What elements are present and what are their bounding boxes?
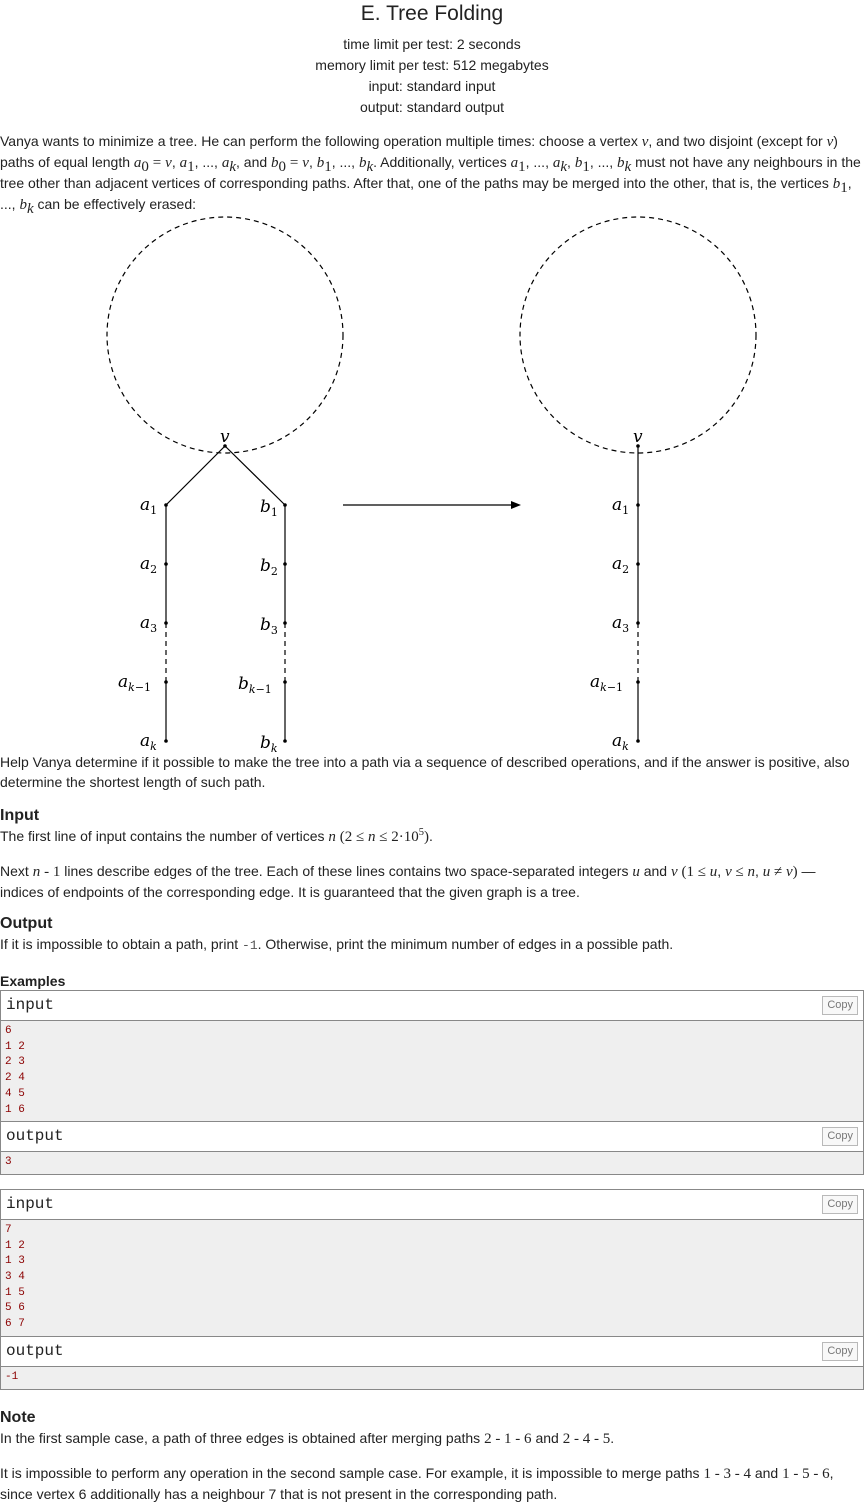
copy-output-button[interactable]: Copy (822, 1341, 858, 1361)
output-section: Output If it is impossible to obtain a p… (0, 914, 862, 956)
example-input-header: input Copy (1, 1189, 863, 1220)
statement-paragraph: Vanya wants to minimize a tree. He can p… (0, 133, 861, 217)
note-paragraph-2: It is impossible to perform any operatio… (0, 1465, 834, 1502)
output-title: Output (0, 915, 53, 932)
label-ak-1: ak−1 (118, 672, 151, 694)
label-b3: b3 (260, 615, 278, 637)
note-section: Note In the first sample case, a path of… (0, 1408, 862, 1504)
arrow-head-icon (511, 501, 521, 509)
statement-paragraph-2: Help Vanya determine if it possible to m… (0, 754, 850, 790)
tree-folding-figure: v a1 a2 a3 ak−1 ak b1 b2 b3 bk−1 bk v a1… (0, 212, 864, 760)
input-section: Input The first line of input contains t… (0, 806, 862, 902)
problem-header: E. Tree Folding time limit per test: 2 s… (0, 0, 864, 118)
input-paragraph-1: The first line of input contains the num… (0, 827, 433, 845)
problem-title: E. Tree Folding (360, 2, 504, 25)
output-spec: output: standard output (360, 99, 504, 115)
example-output-body[interactable]: -1 (1, 1366, 863, 1389)
label-v-right: v (633, 427, 643, 447)
copy-input-button[interactable]: Copy (822, 1194, 858, 1214)
label-a3: a3 (140, 613, 157, 635)
input-paragraph-2: Next n - 1 lines describe edges of the t… (0, 863, 816, 900)
edge-v-a1 (165, 445, 226, 506)
label-right-ak: ak (612, 731, 629, 753)
label-b2: b2 (260, 556, 278, 578)
example-2: input Copy 7 1 2 1 3 3 4 1 5 5 6 6 7 out… (0, 1188, 864, 1390)
label-right-a2: a2 (612, 554, 629, 576)
example-output-header: output Copy (1, 1336, 863, 1367)
note-title: Note (0, 1409, 36, 1426)
memory-limit: memory limit per test: 512 megabytes (315, 57, 549, 73)
copy-output-button[interactable]: Copy (822, 1127, 858, 1147)
label-a1: a1 (140, 495, 157, 517)
time-limit: time limit per test: 2 seconds (343, 36, 521, 52)
label-right-ak-1: ak−1 (590, 672, 623, 694)
left-subtree-circle (106, 216, 344, 454)
label-right-a3: a3 (612, 613, 629, 635)
example-output-header: output Copy (1, 1122, 863, 1153)
example-input-header: input Copy (1, 991, 863, 1021)
right-subtree-circle (519, 216, 757, 454)
label-ak: ak (140, 731, 157, 753)
input-spec: input: standard input (368, 78, 496, 94)
copy-input-button[interactable]: Copy (822, 996, 858, 1015)
example-input-body[interactable]: 6 1 2 2 3 2 4 4 5 1 6 (1, 1021, 863, 1123)
label-a2: a2 (140, 554, 157, 576)
label-b1: b1 (260, 497, 278, 519)
output-paragraph: If it is impossible to obtain a path, pr… (0, 936, 674, 953)
label-v-left: v (220, 427, 230, 447)
label-right-a1: a1 (612, 495, 629, 517)
input-title: Input (0, 807, 40, 824)
examples-title: Examples (0, 973, 66, 989)
examples-section: Examples input Copy 6 1 2 2 3 2 4 4 5 1 … (0, 972, 864, 1390)
example-input-body[interactable]: 7 1 2 1 3 3 4 1 5 5 6 6 7 (1, 1219, 863, 1337)
label-bk-1: bk−1 (238, 674, 272, 696)
edge-v-b1 (224, 445, 286, 506)
tree-folding-diagram: v a1 a2 a3 ak−1 ak b1 b2 b3 bk−1 bk v a1… (106, 216, 757, 755)
note-paragraph-1: In the first sample case, a path of thre… (0, 1430, 615, 1447)
example-output-body[interactable]: 3 (1, 1152, 863, 1174)
example-1: input Copy 6 1 2 2 3 2 4 4 5 1 6 output … (0, 990, 864, 1175)
